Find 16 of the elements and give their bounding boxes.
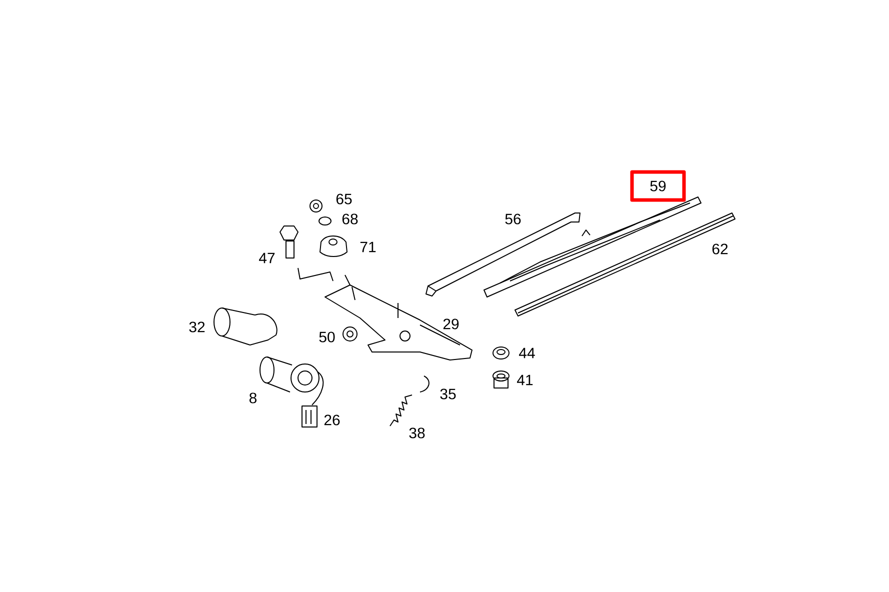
callout-number: 50 [319,332,335,342]
callout-number: 26 [324,414,340,426]
callout-number: 47 [259,252,275,264]
callout-number: 35 [440,388,456,400]
callout-number: 44 [519,348,535,358]
callout-number: 38 [409,428,425,438]
callout-number: 8 [250,392,257,404]
callout-number: 32 [189,322,205,332]
callout-number: 56 [505,214,521,224]
callout-number: 68 [342,214,358,224]
callout-number: 41 [517,374,533,386]
callout-number: 65 [336,194,352,204]
callout-number: 62 [712,244,728,254]
callout-number: 29 [443,318,459,330]
highlight-box: 59 [630,170,686,202]
callout-number: 71 [360,242,376,252]
